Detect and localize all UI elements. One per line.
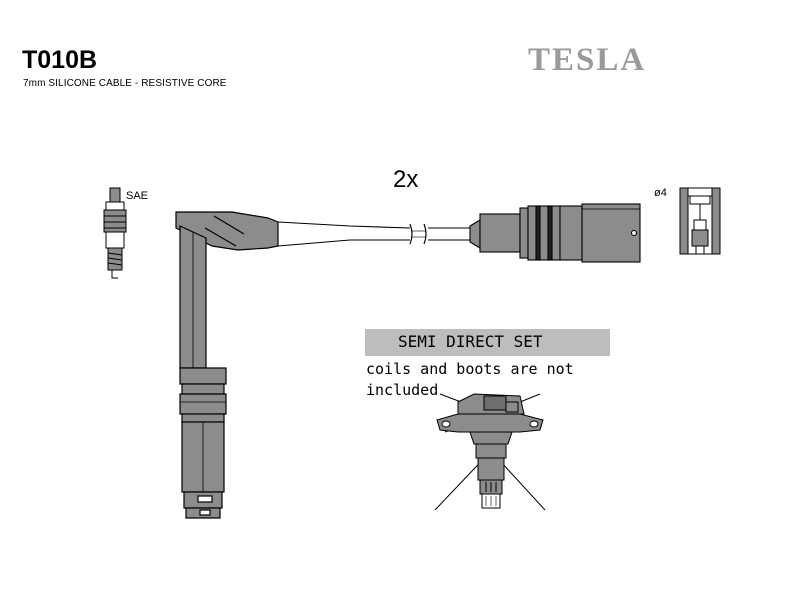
brand-logo: TESLA (528, 42, 647, 78)
note-line-2: included (366, 381, 439, 399)
cable (277, 221, 470, 247)
diameter-label: ø4 (654, 187, 667, 199)
quantity-label: 2x (393, 166, 419, 193)
spark-plug-label: SAE (126, 190, 149, 202)
cable-description: 7mm SILICONE CABLE - RESISTIVE CORE (23, 78, 227, 89)
coil-boot (469, 203, 641, 263)
spark-plug-icon (103, 187, 127, 279)
note-title: SEMI DIRECT SET (398, 332, 543, 351)
note-box (365, 329, 610, 356)
note-line-1: coils and boots are not (366, 360, 574, 378)
plug-boot (175, 211, 279, 519)
terminal-section-icon (679, 187, 721, 255)
part-code: T010B (22, 46, 98, 74)
ignition-coil-icon (434, 393, 546, 511)
